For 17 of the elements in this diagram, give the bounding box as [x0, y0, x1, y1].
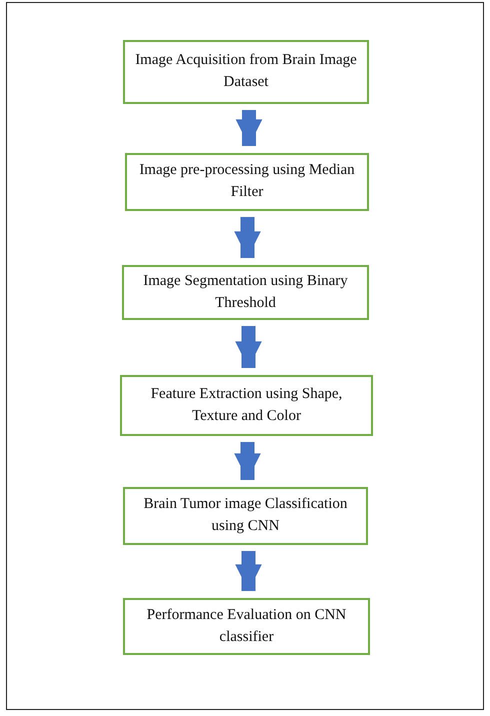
block-arrow	[234, 442, 261, 480]
process-box	[123, 40, 369, 104]
box-text: Brain Tumor image Classification using CNN	[142, 495, 348, 536]
block-arrow	[234, 217, 261, 258]
block-arrow	[235, 551, 262, 591]
box-text: Image Segmentation using Binary Threshold	[142, 272, 349, 312]
box-text: Image pre-processing using Median Filter	[138, 161, 356, 202]
box-text: Feature Extraction using Shape, Texture and Color	[150, 384, 344, 426]
process-box	[125, 153, 369, 211]
block-arrow	[235, 326, 262, 368]
process-box	[123, 487, 368, 545]
process-box	[120, 375, 373, 436]
block-arrow	[236, 110, 262, 146]
box-text: Image Acquisition from Brain Image Dataset	[135, 51, 357, 92]
process-box	[122, 265, 369, 320]
process-box	[123, 598, 370, 655]
box-text: Performance Evaluation on CNN classifier	[146, 606, 348, 646]
